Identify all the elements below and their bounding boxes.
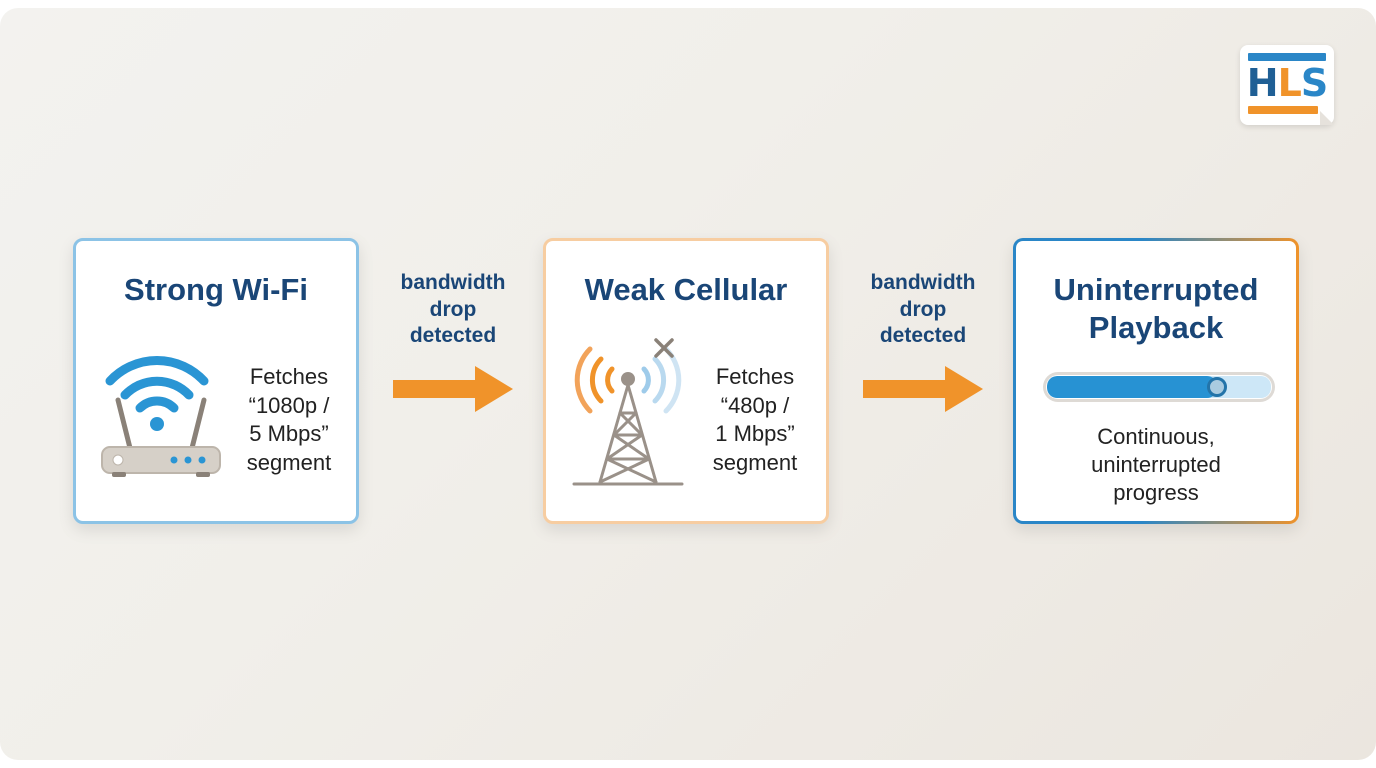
connector-label-line: detected bbox=[409, 324, 497, 347]
step-text-line: progress bbox=[1113, 480, 1199, 505]
step-title: Uninterrupted Playback bbox=[1016, 271, 1296, 347]
step-text-line: 1 Mbps” bbox=[715, 421, 795, 446]
connector-label-line: detected bbox=[879, 324, 967, 347]
step-text-line: “480p / bbox=[720, 392, 790, 418]
step-title: Strong Wi-Fi bbox=[124, 272, 308, 307]
playback-progress-bar[interactable] bbox=[1043, 372, 1275, 402]
logo-bottom-bar bbox=[1248, 106, 1318, 114]
connector-bandwidth-drop-2: bandwidth drop detected bbox=[853, 270, 993, 412]
step-title-line: Playback bbox=[1088, 310, 1224, 345]
step-text-line: Continuous, bbox=[1097, 424, 1215, 449]
hls-logo: HLS bbox=[1240, 45, 1334, 125]
connector-label-line: bandwidth bbox=[870, 271, 976, 294]
right-arrow-icon bbox=[863, 366, 983, 412]
progress-track bbox=[1047, 376, 1271, 398]
step-text-line: Fetches bbox=[249, 364, 329, 389]
step-card-weak-cellular: Weak Cellular bbox=[543, 238, 829, 524]
cell-tower-weak-signal-icon bbox=[572, 338, 684, 486]
step-title-line: Uninterrupted bbox=[1053, 272, 1259, 307]
step-text-line: Fetches bbox=[715, 364, 795, 389]
progress-knob[interactable] bbox=[1207, 377, 1228, 397]
step-text-line: “1080p / bbox=[248, 392, 330, 418]
wifi-router-icon bbox=[101, 355, 221, 477]
step-text-line: segment bbox=[246, 449, 332, 475]
step-text-line: segment bbox=[712, 449, 798, 475]
connector-bandwidth-drop-1: bandwidth drop detected bbox=[383, 270, 523, 412]
step-description: Fetches “480p / 1 Mbps” segment bbox=[692, 363, 818, 477]
connector-label-line: drop bbox=[899, 297, 947, 321]
logo-text: HLS bbox=[1240, 60, 1334, 106]
step-description: Fetches “1080p / 5 Mbps” segment bbox=[226, 363, 352, 477]
connector-label-line: bandwidth bbox=[400, 271, 506, 294]
logo-page-fold bbox=[1320, 111, 1334, 125]
step-card-uninterrupted-playback: Uninterrupted Playback Continuous, unint… bbox=[1013, 238, 1299, 524]
step-card-strong-wifi: Strong Wi-Fi Fetches “1080p / 5 Mbps” se… bbox=[73, 238, 359, 524]
logo-letter-l: L bbox=[1277, 61, 1302, 105]
step-text-line: uninterrupted bbox=[1091, 452, 1221, 477]
logo-letter-h: H bbox=[1246, 61, 1279, 105]
connector-label-line: drop bbox=[429, 297, 477, 321]
step-title: Weak Cellular bbox=[584, 272, 788, 307]
progress-fill bbox=[1047, 376, 1218, 398]
logo-top-bar bbox=[1248, 53, 1326, 61]
logo-letter-s: S bbox=[1300, 61, 1328, 105]
right-arrow-icon bbox=[393, 366, 513, 412]
step-description: Continuous, uninterrupted progress bbox=[1016, 423, 1296, 507]
diagram-canvas: HLS Strong Wi-Fi Fetches “ bbox=[0, 8, 1376, 760]
step-text-line: 5 Mbps” bbox=[249, 421, 329, 446]
